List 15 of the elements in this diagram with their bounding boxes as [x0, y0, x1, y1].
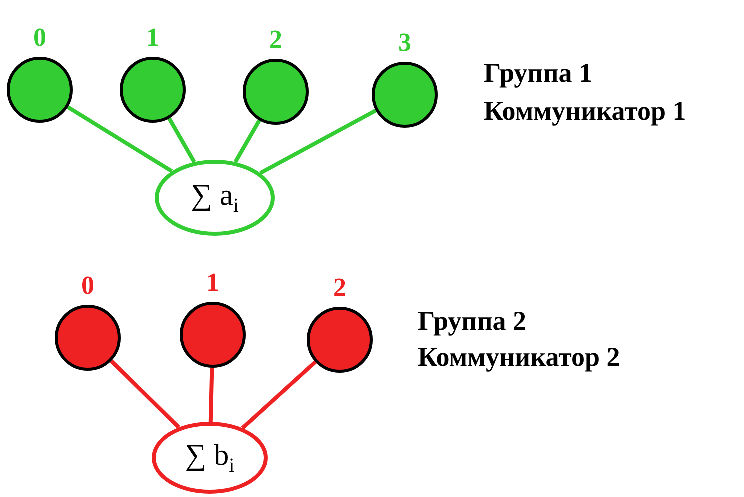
node-number: 1: [146, 24, 160, 52]
group-label: Группа 1: [484, 58, 593, 88]
group-label: Коммуникатор 2: [418, 342, 620, 372]
node-number: 3: [398, 29, 412, 57]
node-number: 0: [80, 272, 96, 300]
sum-formula: ∑ b$_{i}$: [185, 438, 235, 478]
sum-formula: ∑ a$_{i}$: [191, 178, 239, 218]
group-label: Группа 2: [418, 306, 527, 336]
node-number: 1: [206, 269, 220, 297]
node-number: 2: [332, 274, 348, 302]
group-label: Коммуникатор 1: [484, 96, 686, 126]
connector-line: [67, 106, 174, 174]
node-number: 2: [268, 26, 284, 54]
connector-line: [208, 368, 214, 422]
node-number: 0: [32, 24, 48, 52]
